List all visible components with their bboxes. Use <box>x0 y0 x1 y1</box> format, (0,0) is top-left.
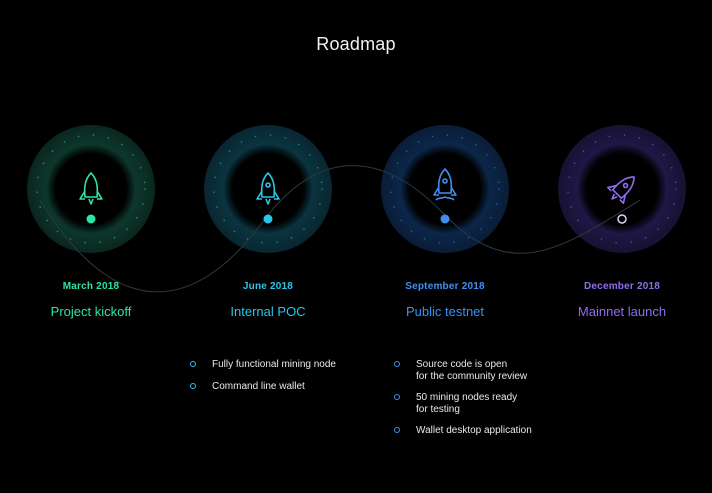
feature-item: 50 mining nodes ready for testing <box>394 392 532 416</box>
rocket-flying-icon <box>607 176 635 204</box>
milestone-december-2018: December 2018 Mainnet launch <box>532 281 712 319</box>
feature-list-internal-poc: Fully functional mining node Command lin… <box>190 359 336 393</box>
milestone-ring-4 <box>558 125 686 253</box>
wave-line <box>39 165 641 293</box>
feature-item: Fully functional mining node <box>190 359 336 371</box>
milestone-date: June 2018 <box>242 281 294 292</box>
milestone-september-2018: September 2018 Public testnet <box>355 281 535 319</box>
bullet-icon <box>394 394 400 400</box>
bullet-icon <box>394 361 400 367</box>
milestone-june-2018: June 2018 Internal POC <box>178 281 358 319</box>
milestone-ring-3 <box>381 125 509 253</box>
feature-item: Command line wallet <box>190 381 336 393</box>
milestone-date: September 2018 <box>405 281 485 292</box>
milestone-date: March 2018 <box>62 281 120 292</box>
timeline-node-3 <box>440 214 450 224</box>
timeline-node-2 <box>263 214 273 224</box>
feature-list-public-testnet: Source code is open for the community re… <box>394 359 532 437</box>
milestone-march-2018: March 2018 Project kickoff <box>1 281 181 319</box>
bullet-icon <box>394 427 400 433</box>
feature-item: Wallet desktop application <box>394 425 532 437</box>
milestone-label: Project kickoff <box>50 304 132 319</box>
milestone-label: Public testnet <box>405 304 485 319</box>
rocket-icon <box>79 172 103 205</box>
rocket-launch-icon <box>433 168 457 201</box>
bullet-icon <box>190 361 196 367</box>
rocket-icon <box>256 172 280 205</box>
timeline-node-4 <box>617 214 627 224</box>
milestone-ring-2 <box>204 125 332 253</box>
page-title: Roadmap <box>316 34 396 54</box>
milestone-date: December 2018 <box>584 281 660 292</box>
milestone-ring-1 <box>27 125 155 253</box>
feature-item: Source code is open for the community re… <box>394 359 532 383</box>
milestone-label: Internal POC <box>230 304 306 319</box>
milestone-label: Mainnet launch <box>577 304 667 319</box>
timeline-node-1 <box>86 214 96 224</box>
bullet-icon <box>190 383 196 389</box>
